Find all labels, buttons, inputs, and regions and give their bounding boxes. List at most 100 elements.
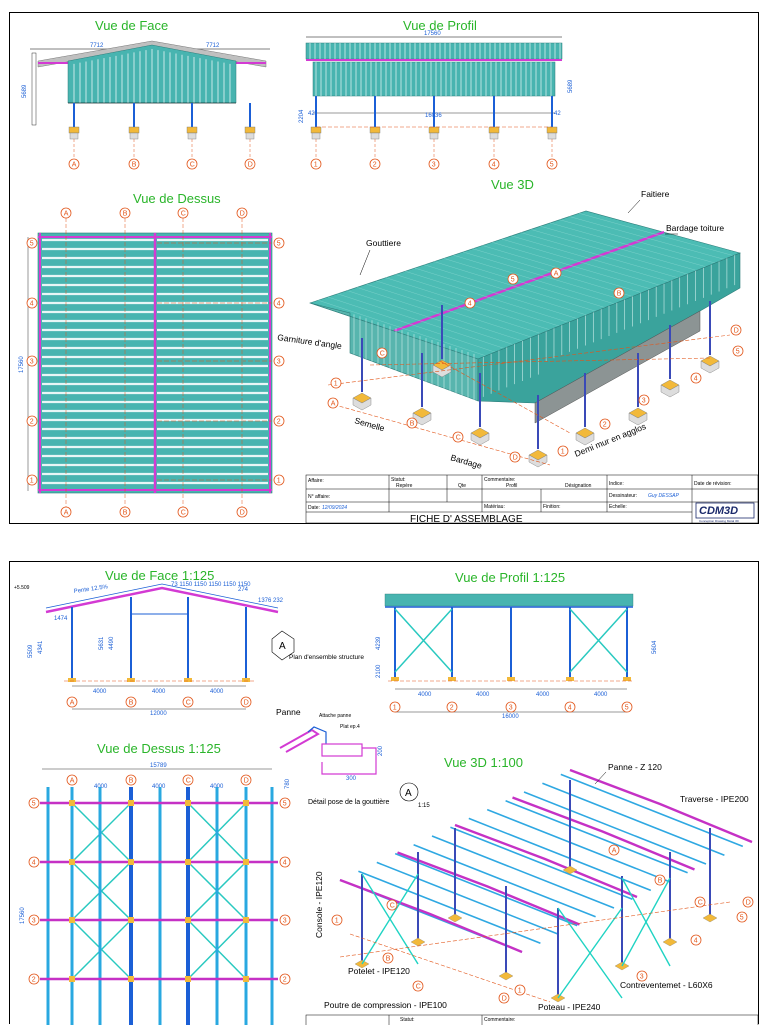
dim-d300: 300 — [346, 776, 357, 782]
svg-text:B: B — [658, 878, 663, 885]
detail-attache: Attache panne — [319, 713, 351, 719]
tb-designation: Désignation — [565, 483, 592, 489]
axis-dessus2-right-5: 5 — [279, 797, 291, 809]
svg-text:3: 3 — [283, 918, 287, 925]
svg-text:2: 2 — [277, 419, 281, 426]
svg-text:C: C — [390, 903, 395, 910]
dim-profil-length: 17560 — [424, 31, 441, 37]
tb-repere: Repère — [396, 483, 413, 489]
svg-text:5: 5 — [30, 241, 34, 248]
dim-d780: 780 — [285, 778, 291, 789]
svg-text:A: A — [64, 510, 69, 517]
tb-commentaire: Commentaire: — [484, 477, 515, 483]
svg-text:A: A — [554, 271, 559, 278]
svg-text:C: C — [456, 435, 461, 442]
axis-face2-A: A — [66, 696, 78, 708]
tb-finition: Finition: — [543, 504, 561, 510]
axis-prof2-5: 5 — [621, 701, 633, 713]
axis-dessus2-right-3: 3 — [279, 914, 291, 926]
dim-prof-span-2: 4000 — [476, 692, 490, 698]
axis-3d2-11: B — [654, 874, 666, 886]
axis-3d-1: A — [327, 397, 339, 409]
dim-274: 274 — [238, 587, 249, 593]
tb-indice: Indice: — [609, 481, 624, 487]
svg-text:3: 3 — [509, 705, 513, 712]
axis-dessus1-top-D: D — [236, 207, 248, 219]
axis-3d-3: C — [452, 431, 464, 443]
svg-text:2: 2 — [603, 422, 607, 429]
profil-view-2: 2100 4239 5604 4000 4000 4000 4000 16000… — [376, 593, 658, 720]
title-block-1 — [305, 474, 759, 524]
tb-echelle: Echelle: — [609, 504, 627, 510]
axis-dessus2-top-D: D — [240, 774, 252, 786]
svg-text:C: C — [190, 162, 195, 169]
svg-text:5: 5 — [550, 162, 554, 169]
svg-text:5: 5 — [32, 801, 36, 808]
axis-dessus1-left-4: 4 — [26, 297, 38, 309]
assembly-sheet-1: Vue de Face Vue de Profil Vue de Dessus … — [9, 12, 759, 525]
svg-text:5: 5 — [277, 241, 281, 248]
axis-dessus1-right-1: 1 — [273, 474, 285, 486]
svg-text:D: D — [244, 778, 249, 785]
label-bardage: Bardage — [449, 452, 483, 471]
title-vue-profil: Vue de Profil — [403, 18, 477, 33]
axis-dessus1-bot-D: D — [236, 506, 248, 518]
svg-text:C: C — [186, 778, 191, 785]
svg-text:2: 2 — [283, 977, 287, 984]
axis-dessus2-left-4: 4 — [28, 856, 40, 868]
svg-text:4: 4 — [492, 162, 496, 169]
svg-text:1: 1 — [561, 449, 565, 456]
svg-text:B: B — [123, 211, 128, 218]
title2-vue-3d: Vue 3D 1:100 — [444, 755, 523, 770]
label-traverse: Traverse - IPE200 — [680, 794, 749, 804]
axis-dessus1-right-5: 5 — [273, 237, 285, 249]
tb-fiche-assemblage: FICHE D' ASSEMBLAGE — [410, 514, 523, 525]
sheet2-drawing: Vue de Face 1:125 Vue de Profil 1:125 Vu… — [14, 568, 759, 1025]
axis-3d-14: 4 — [464, 297, 476, 309]
axis-3d2-12: C — [694, 896, 706, 908]
axis-face1-B: B — [128, 158, 140, 170]
axis-dessus2-right-4: 4 — [279, 856, 291, 868]
dim-h4239: 4239 — [376, 636, 382, 650]
svg-text:C: C — [186, 700, 191, 707]
detail-gouttiere: Panne Attache panne Plat ep.4 200 300 Dé… — [276, 707, 430, 809]
svg-text:A: A — [70, 700, 75, 707]
tb-statut: Statut: — [391, 477, 405, 483]
axis-3d2-9: D — [742, 896, 754, 908]
svg-text:A: A — [72, 162, 77, 169]
detail-scale: 1:15 — [418, 803, 430, 809]
axis-3d2-2: B — [382, 952, 394, 964]
dim-span-a: 4000 — [93, 689, 107, 695]
svg-text:A: A — [331, 401, 336, 408]
dim-prof-span-3: 4000 — [536, 692, 550, 698]
axis-3d2-5: 1 — [514, 984, 526, 996]
svg-text:3: 3 — [277, 359, 281, 366]
dim-dessus-width: 17560 — [19, 356, 25, 373]
dim-prof-span-1: 4000 — [418, 692, 432, 698]
axis-3d-6: 2 — [599, 418, 611, 430]
svg-text:3: 3 — [642, 398, 646, 405]
svg-text:B: B — [132, 162, 137, 169]
svg-text:D: D — [240, 211, 245, 218]
axis-dessus1-bot-B: B — [119, 506, 131, 518]
axis-dessus1-left-2: 2 — [26, 415, 38, 427]
axis-dessus1-top-C: C — [177, 207, 189, 219]
title-block-2 — [305, 1014, 759, 1025]
tb-no-affaire: N° affaire: — [308, 494, 330, 500]
svg-text:B: B — [129, 700, 134, 707]
svg-text:4: 4 — [30, 301, 34, 308]
tb2-statut: Statut: — [400, 1017, 414, 1023]
tb-date-revision: Date de révision: — [694, 481, 732, 487]
axis-dessus2-left-2: 2 — [28, 973, 40, 985]
axis-3d2-3: C — [412, 980, 424, 992]
axis-prof1-1: 1 — [310, 158, 322, 170]
svg-text:1: 1 — [30, 478, 34, 485]
detail-panne: Panne — [276, 707, 301, 717]
axis-dessus2-top-C: C — [182, 774, 194, 786]
slope-label: Pente 12.5% — [73, 584, 109, 595]
svg-text:A: A — [64, 211, 69, 218]
label-poutre-compression: Poutre de compression - IPE100 — [324, 1000, 447, 1010]
svg-text:B: B — [129, 778, 134, 785]
axis-face1-A: A — [68, 158, 80, 170]
title2-vue-profil: Vue de Profil 1:125 — [455, 570, 565, 585]
